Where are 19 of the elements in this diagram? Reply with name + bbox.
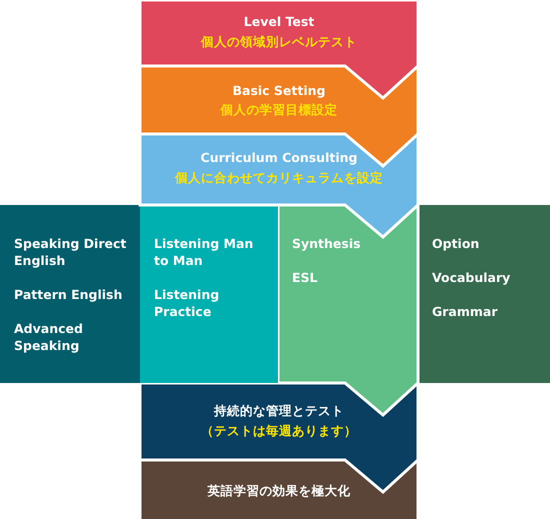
course-name: Advanced Speaking — [14, 320, 84, 354]
step-title: Curriculum Consulting — [200, 149, 358, 166]
course-name: Speaking Direct English — [14, 235, 128, 269]
step-title: Basic Setting — [231, 82, 326, 99]
step-title: 持続的な管理とテスト — [212, 402, 345, 419]
course-name: Listening Practice — [154, 286, 220, 320]
course-name: Synthesis — [292, 235, 362, 252]
step-subtitle: 個人に合わせてカリキュラムを設定 — [174, 169, 384, 186]
course-name: Pattern English — [14, 286, 124, 303]
course-name: Listening Man to Man — [154, 235, 254, 269]
course-name: Vocabulary — [432, 269, 512, 286]
course-name: Grammar — [432, 303, 499, 320]
step-subtitle: 個人の領域別レベルテスト — [200, 33, 358, 50]
course-name: ESL — [292, 269, 319, 286]
course-name: Option — [432, 235, 480, 252]
step-subtitle: （テストは毎週あります） — [200, 422, 358, 439]
step-title: 英語学習の効果を極大化 — [206, 482, 352, 499]
step-title: Level Test — [242, 13, 316, 30]
step-subtitle: 個人の学習目標設定 — [219, 101, 338, 118]
